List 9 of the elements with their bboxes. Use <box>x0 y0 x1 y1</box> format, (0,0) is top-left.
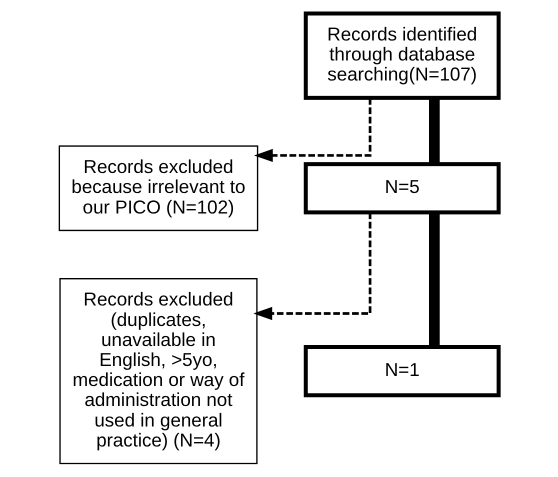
node-box: N=5 <box>304 162 501 214</box>
connector <box>429 212 440 347</box>
arrow <box>253 212 372 320</box>
arrow <box>254 98 372 162</box>
node-box: Records excluded because irrelevant to our PICO (N=102) <box>58 145 258 232</box>
node-box: N=1 <box>304 344 501 398</box>
connector <box>429 98 440 164</box>
node-box: Records excluded (duplicates, unavailable in English, >5yo, medication or way of administration not used in general practice) (N=4) <box>59 278 258 464</box>
node-box: Records identified through database searching(N=107) <box>304 12 501 100</box>
